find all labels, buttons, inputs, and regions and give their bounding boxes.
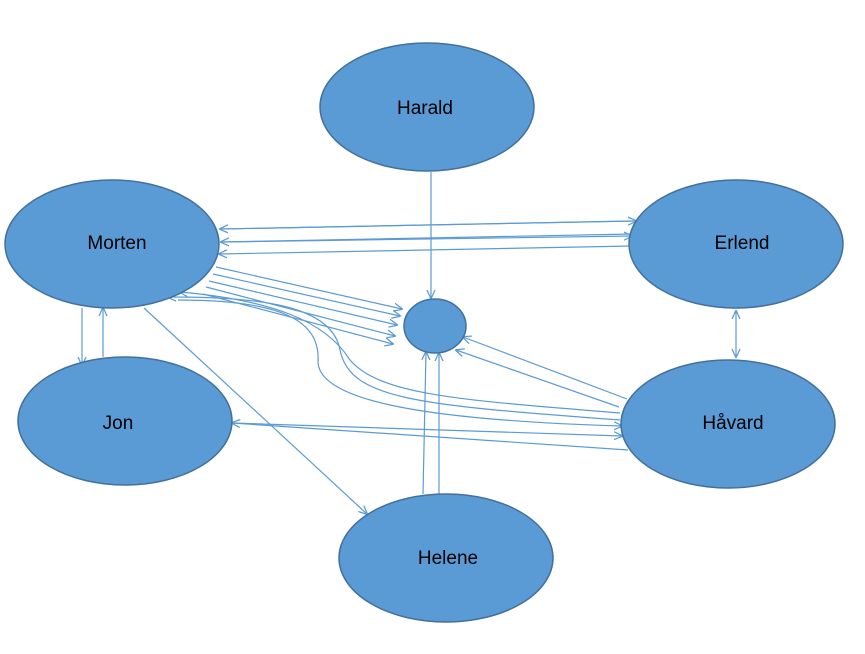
edge-havard-to-jon bbox=[232, 423, 629, 451]
node-center[interactable] bbox=[403, 298, 467, 354]
node-erlend-shape bbox=[628, 179, 844, 309]
nodes: Harald Morten Erlend Jon Håvard Helene bbox=[4, 42, 844, 623]
edge-morten-to-center bbox=[215, 266, 402, 309]
node-havard-label: Håvard bbox=[702, 413, 763, 434]
edge-jon-to-havard bbox=[231, 422, 622, 436]
node-morten[interactable]: Morten bbox=[4, 179, 220, 309]
node-jon-label: Jon bbox=[103, 413, 134, 434]
edge-havard-to-center bbox=[456, 350, 620, 408]
node-erlend[interactable]: Erlend bbox=[628, 179, 844, 309]
node-jon[interactable]: Jon bbox=[17, 356, 233, 486]
node-jon-shape bbox=[17, 356, 233, 486]
node-helene-label: Helene bbox=[418, 548, 478, 569]
edge-helene-to-center bbox=[423, 352, 426, 495]
edge-morten-to-erlend bbox=[219, 221, 636, 230]
node-morten-shape bbox=[4, 179, 220, 309]
node-morten-label: Morten bbox=[87, 233, 146, 254]
edge-havard-to-center bbox=[463, 337, 628, 400]
edge-morten-to-center bbox=[208, 280, 397, 325]
edge-havard-to-morten bbox=[168, 297, 621, 421]
node-havard-shape bbox=[620, 359, 836, 489]
edge-morten-to-havard bbox=[177, 299, 622, 426]
edge-morten-to-erlend bbox=[220, 236, 632, 243]
node-erlend-label: Erlend bbox=[715, 233, 770, 254]
node-havard[interactable]: Håvard bbox=[620, 359, 836, 489]
node-harald-shape bbox=[319, 42, 535, 172]
edge-morten-to-center bbox=[212, 273, 400, 316]
node-helene-shape bbox=[338, 493, 554, 623]
edge-morten-to-helene bbox=[143, 307, 367, 514]
edge-erlend-to-morten bbox=[219, 245, 633, 254]
node-harald-label: Harald bbox=[397, 98, 453, 119]
edge-havard-to-morten bbox=[180, 292, 621, 414]
node-harald[interactable]: Harald bbox=[319, 42, 535, 172]
node-center-shape bbox=[403, 298, 467, 354]
edges bbox=[82, 172, 736, 514]
node-helene[interactable]: Helene bbox=[338, 493, 554, 623]
